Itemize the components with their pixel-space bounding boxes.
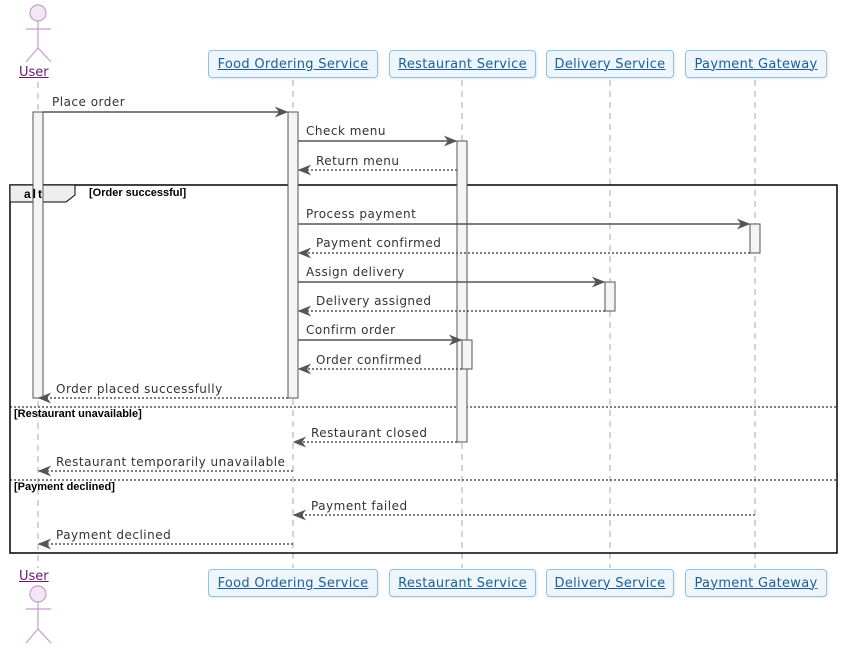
message-payment-confirmed: Payment confirmed: [316, 236, 442, 250]
alt-fragment: [9, 184, 838, 554]
participant-delivery-service-top[interactable]: Delivery Service: [546, 50, 674, 78]
message-payment-declined: Payment declined: [56, 528, 172, 542]
activation-restaurant-nested: [461, 339, 473, 370]
participant-restaurant-service-bottom[interactable]: Restaurant Service: [389, 569, 536, 597]
activation-payment: [749, 223, 761, 254]
message-arrows: [37, 106, 755, 550]
message-assign-delivery: Assign delivery: [306, 265, 405, 279]
alt-fragment-label: alt: [24, 187, 45, 201]
message-payment-failed: Payment failed: [311, 499, 408, 513]
guard-order-successful: [Order successful]: [89, 187, 187, 199]
message-place-order: Place order: [52, 95, 126, 109]
actor-user-top[interactable]: User: [19, 65, 49, 80]
participant-payment-gateway-top[interactable]: Payment Gateway: [685, 50, 827, 78]
message-delivery-assigned: Delivery assigned: [316, 294, 432, 308]
actor-icon-bottom: [25, 585, 52, 644]
message-confirm-order: Confirm order: [306, 323, 396, 337]
message-process-payment: Process payment: [306, 207, 417, 221]
actor-icon-top: [25, 4, 52, 63]
activation-user: [32, 111, 44, 399]
guard-payment-declined: [Payment declined]: [14, 481, 115, 493]
guard-restaurant-unavailable: [Restaurant unavailable]: [14, 408, 142, 420]
message-restaurant-closed: Restaurant closed: [311, 426, 428, 440]
participant-delivery-service-bottom[interactable]: Delivery Service: [546, 569, 674, 597]
participant-payment-gateway-bottom[interactable]: Payment Gateway: [685, 569, 827, 597]
participant-food-ordering-service-top[interactable]: Food Ordering Service: [208, 50, 378, 78]
activation-delivery: [604, 281, 616, 312]
message-restaurant-temporarily-unavailable: Restaurant temporarily unavailable: [56, 455, 286, 469]
message-check-menu: Check menu: [306, 124, 387, 138]
message-return-menu: Return menu: [316, 154, 400, 168]
actor-user-bottom[interactable]: User: [19, 569, 49, 584]
participant-food-ordering-service-bottom[interactable]: Food Ordering Service: [208, 569, 378, 597]
activation-bars: [32, 111, 761, 443]
message-order-placed-successfully: Order placed successfully: [56, 382, 223, 396]
message-order-confirmed: Order confirmed: [316, 353, 422, 367]
activation-restaurant: [456, 140, 468, 443]
participant-restaurant-service-top[interactable]: Restaurant Service: [389, 50, 536, 78]
activation-food-ordering: [287, 111, 299, 399]
